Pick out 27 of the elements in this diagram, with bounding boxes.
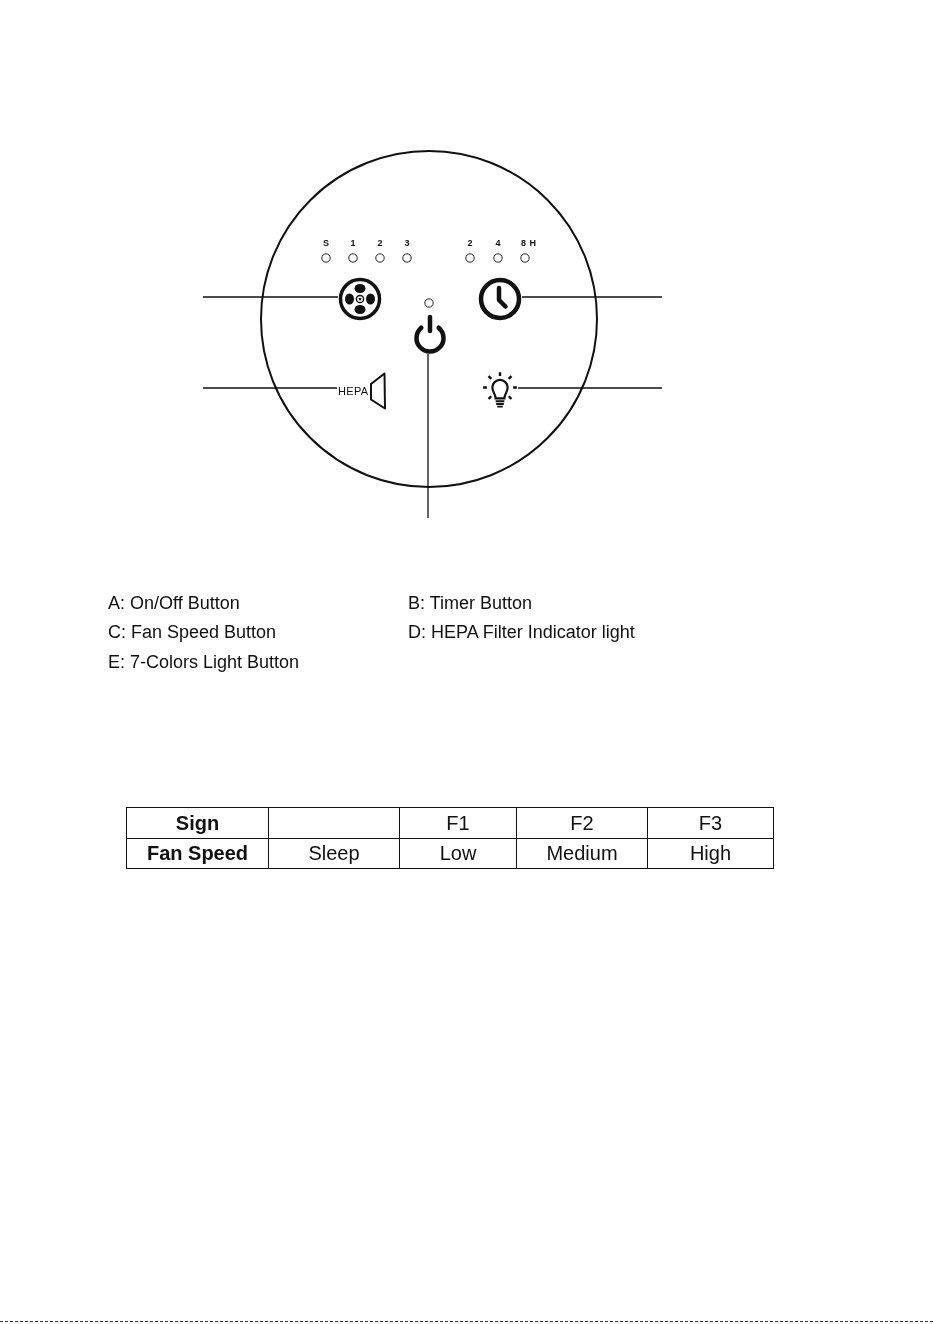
timer-hours-label: 8 H bbox=[521, 237, 536, 249]
timer-hours-label: 2 bbox=[466, 237, 474, 249]
leader-line bbox=[202, 387, 338, 389]
fan-icon bbox=[338, 277, 382, 321]
key-label: E: 7-Colors Light Button bbox=[108, 651, 300, 673]
indicator-label: HEPA bbox=[338, 384, 369, 398]
key-label: D: HEPA Filter Indicator light bbox=[408, 621, 635, 643]
clock-icon bbox=[478, 277, 522, 321]
speed-level-label: 1 bbox=[349, 237, 357, 249]
leader-line bbox=[202, 296, 339, 298]
table-cell: High bbox=[647, 838, 774, 869]
light-bulb-icon bbox=[482, 371, 518, 409]
speed-level-label: S bbox=[322, 237, 330, 249]
power-icon bbox=[411, 314, 449, 354]
speed-level-label: 2 bbox=[376, 237, 384, 249]
speed-level-label: 3 bbox=[403, 237, 411, 249]
leader-line bbox=[427, 353, 429, 519]
leader-line bbox=[517, 387, 663, 389]
key-label: A: On/Off Button bbox=[108, 592, 240, 614]
timer-hours-label: 4 bbox=[494, 237, 502, 249]
key-label: B: Timer Button bbox=[408, 592, 533, 614]
table-cell: F3 bbox=[647, 807, 774, 839]
control-panel bbox=[260, 150, 598, 488]
key-label: C: Fan Speed Button bbox=[108, 621, 277, 643]
leader-line bbox=[521, 296, 663, 298]
row-header-cell: Sign bbox=[126, 807, 269, 839]
row-header-cell: Fan Speed bbox=[126, 838, 269, 869]
